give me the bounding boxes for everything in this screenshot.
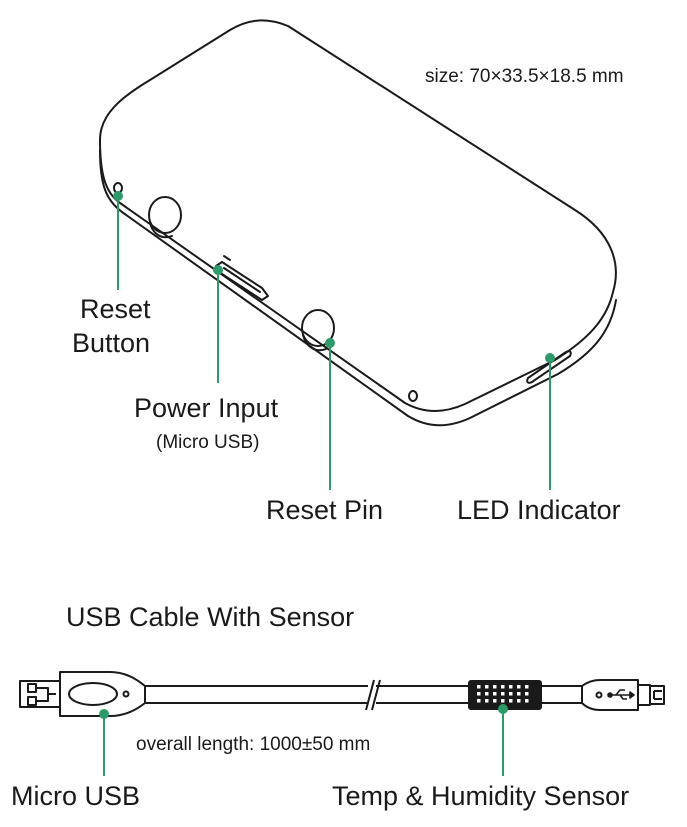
device-top-face (99, 19, 617, 412)
reset-button-label-line2: Button (72, 328, 151, 358)
sensor-vent-hole (485, 699, 489, 703)
reset-button-rim (149, 221, 173, 239)
sensor-vent-holes (477, 685, 529, 703)
device-illustration (99, 19, 617, 427)
sensor-vent-hole (525, 685, 529, 689)
sensor-vent-hole (493, 699, 497, 703)
sensor-vent-hole (525, 699, 529, 703)
sensor-vent-hole (509, 699, 513, 703)
led-slot-shape (526, 350, 572, 384)
sensor-vent-hole (509, 685, 513, 689)
cable-leader-lines (99, 704, 508, 776)
sensor-block (468, 680, 542, 710)
sensor-vent-hole (501, 692, 505, 696)
sensor-vent-hole (477, 685, 481, 689)
device-leader-lines (113, 191, 555, 490)
bottom-dot (408, 390, 418, 402)
sensor-vent-hole (477, 692, 481, 696)
cable-length-label: overall length: 1000±50 mm (136, 734, 371, 755)
leader-power-input-dot (213, 265, 223, 275)
sensor-vent-hole (517, 685, 521, 689)
sensor-vent-hole (501, 685, 505, 689)
usb-a-dot (122, 690, 130, 698)
size-label: size: 70×33.5×18.5 mm (425, 66, 624, 87)
usb-symbol-icon (607, 689, 635, 700)
reset-button-label-line1: Reset (80, 294, 151, 324)
leader-led-dot (545, 353, 555, 363)
sensor-vent-hole (501, 699, 505, 703)
cable-break-1 (365, 679, 375, 711)
sensor-vent-hole (517, 692, 521, 696)
cable-title: USB Cable With Sensor (66, 602, 355, 632)
micro-usb-housing (581, 679, 639, 711)
reset-button-shape (148, 196, 182, 234)
led-indicator-label: LED Indicator (457, 495, 621, 525)
sensor-vent-hole (493, 685, 497, 689)
micro-usb-dot (595, 691, 603, 699)
sensor-vent-hole (509, 692, 513, 696)
micro-usb-label: Micro USB (11, 781, 141, 811)
leader-micro-usb-dot (99, 709, 109, 719)
sensor-vent-hole (485, 692, 489, 696)
sensor-label: Temp & Humidity Sensor (332, 781, 630, 811)
reset-pin-shape (301, 309, 335, 347)
device-side-edge (99, 149, 617, 427)
power-input-sublabel: (Micro USB) (156, 432, 260, 453)
leader-reset-pin-dot (325, 338, 335, 348)
usb-a-grip (68, 682, 118, 706)
leader-reset-button-dot (113, 191, 123, 201)
micro-usb-port (215, 255, 269, 301)
reset-pin-label: Reset Pin (266, 495, 384, 525)
sensor-vent-hole (485, 685, 489, 689)
leader-sensor-dot (498, 704, 508, 714)
usb-a-plug (19, 680, 61, 708)
sensor-vent-hole (525, 692, 529, 696)
cable-illustration (19, 671, 665, 717)
sensor-vent-hole (493, 692, 497, 696)
reset-pin-rim (302, 334, 327, 352)
sensor-vent-hole (477, 699, 481, 703)
power-input-label: Power Input (134, 393, 279, 423)
sensor-vent-hole (517, 699, 521, 703)
micro-usb-tip (637, 684, 665, 706)
